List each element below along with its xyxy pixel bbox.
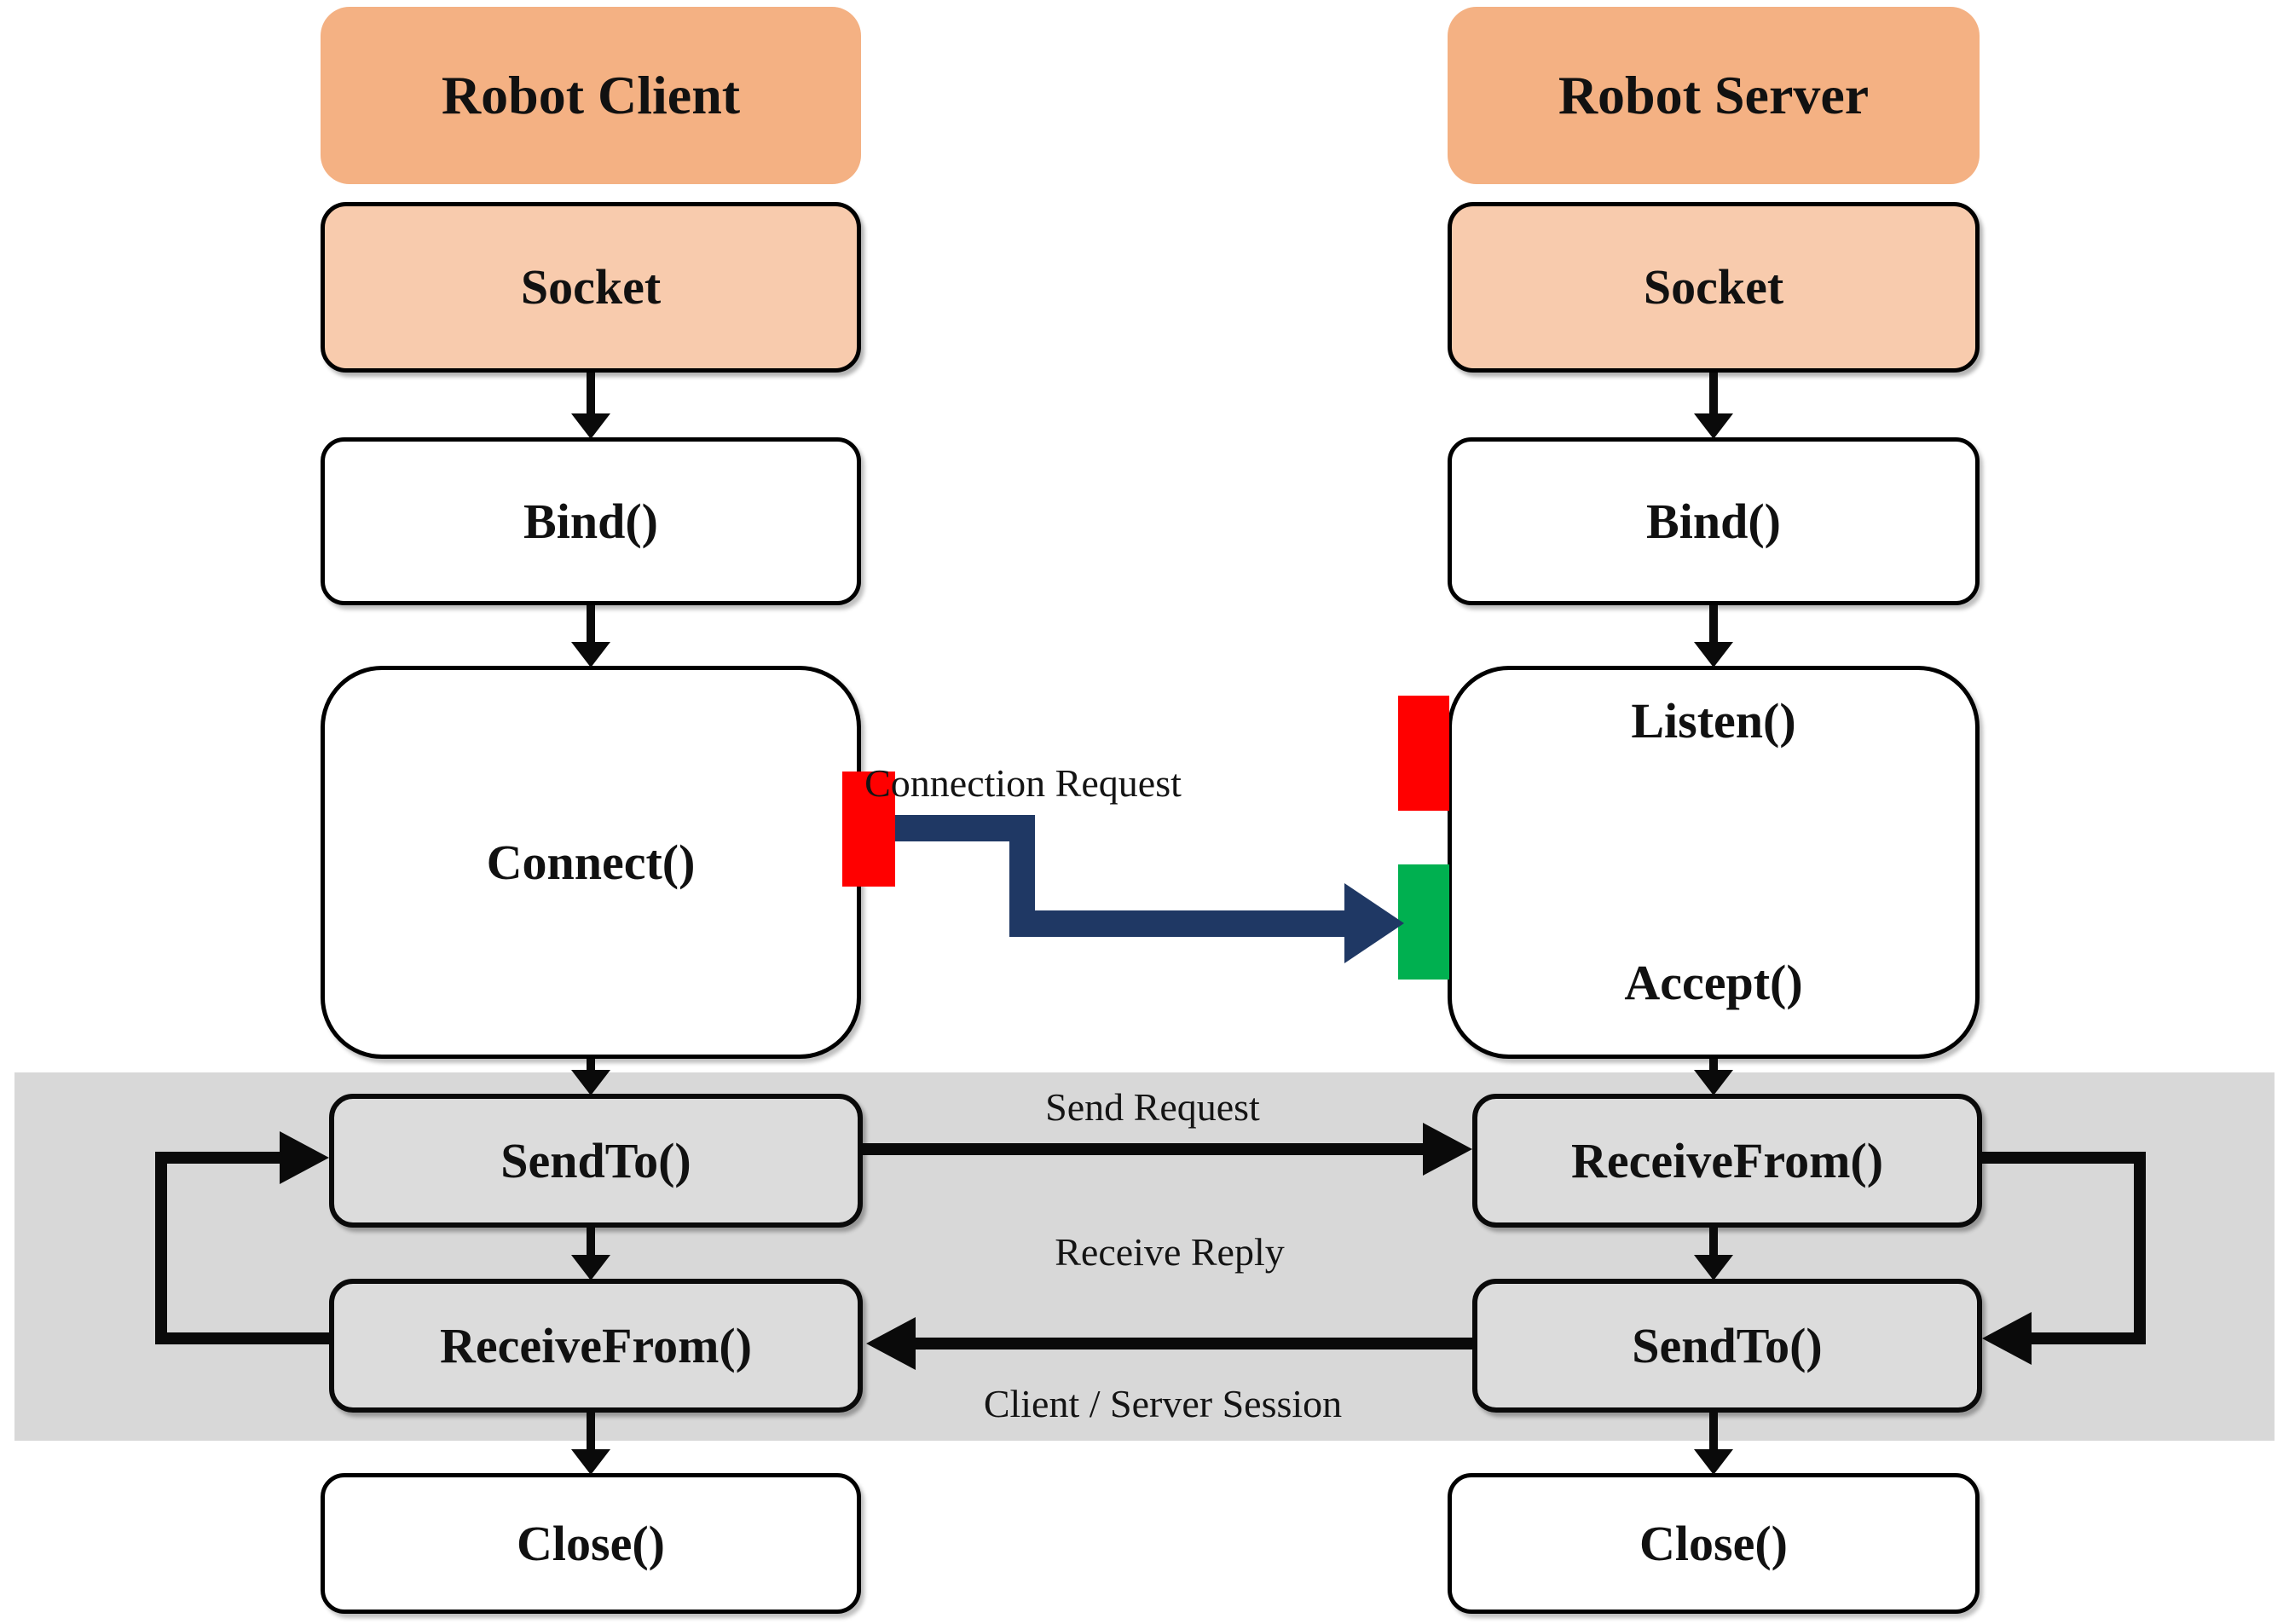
client-bind-to-connect-arrow-icon	[571, 605, 610, 668]
server-listen-port-red	[1398, 696, 1449, 811]
client-title: Robot Client	[441, 64, 741, 125]
server-receivefrom-label: ReceiveFrom()	[1570, 1132, 1884, 1188]
client-socket-to-bind-arrow-icon	[571, 373, 610, 439]
client-receivefrom-label: ReceiveFrom()	[439, 1317, 753, 1373]
server-listen-accept-box: Listen() Accept()	[1448, 666, 1980, 1059]
connection-request-label: Connection Request	[864, 761, 1182, 805]
client-bind-box: Bind()	[321, 437, 861, 605]
receive-reply-label: Receive Reply	[1055, 1230, 1285, 1274]
server-socket-label: Socket	[1643, 259, 1784, 315]
server-bind-to-listen-arrow-icon	[1694, 605, 1733, 668]
client-receivefrom-box: ReceiveFrom()	[329, 1279, 863, 1413]
client-header-box: Robot Client	[321, 7, 861, 184]
client-sendto-box: SendTo()	[329, 1094, 863, 1228]
server-accept-to-receivefrom-arrow-icon	[1694, 1059, 1733, 1095]
client-receivefrom-to-close-arrow-icon	[571, 1413, 610, 1475]
server-receivefrom-to-sendto-arrow-icon	[1694, 1228, 1733, 1280]
server-receivefrom-box: ReceiveFrom()	[1472, 1094, 1982, 1228]
client-bind-label: Bind()	[523, 493, 658, 549]
server-title: Robot Server	[1558, 64, 1870, 125]
server-sendto-label: SendTo()	[1632, 1317, 1823, 1373]
server-close-box: Close()	[1448, 1473, 1980, 1614]
server-listen-label: Listen()	[1631, 693, 1796, 748]
server-close-label: Close()	[1639, 1515, 1788, 1571]
server-socket-box: Socket	[1448, 202, 1980, 373]
server-accept-port-green	[1398, 864, 1449, 980]
client-socket-box: Socket	[321, 202, 861, 373]
client-close-label: Close()	[517, 1515, 665, 1571]
client-sendto-label: SendTo()	[500, 1132, 691, 1188]
client-close-box: Close()	[321, 1473, 861, 1614]
client-connect-to-sendto-arrow-icon	[571, 1059, 610, 1095]
client-connect-port-red	[842, 772, 895, 887]
client-connect-label: Connect()	[486, 834, 696, 890]
client-socket-label: Socket	[520, 259, 662, 315]
server-header-box: Robot Server	[1448, 7, 1980, 184]
client-connect-box: Connect()	[321, 666, 861, 1059]
send-request-arrow-icon	[861, 1123, 1472, 1176]
server-sendto-to-close-arrow-icon	[1694, 1413, 1733, 1475]
server-accept-label: Accept()	[1624, 955, 1803, 1011]
client-sendto-to-receivefrom-arrow-icon	[571, 1228, 610, 1280]
session-label: Client / Server Session	[983, 1382, 1343, 1425]
server-bind-label: Bind()	[1646, 493, 1781, 549]
server-sendto-box: SendTo()	[1472, 1279, 1982, 1413]
server-bind-box: Bind()	[1448, 437, 1980, 605]
server-socket-to-bind-arrow-icon	[1694, 373, 1733, 439]
send-request-label: Send Request	[1045, 1085, 1260, 1129]
receive-reply-arrow-icon	[866, 1317, 1472, 1370]
